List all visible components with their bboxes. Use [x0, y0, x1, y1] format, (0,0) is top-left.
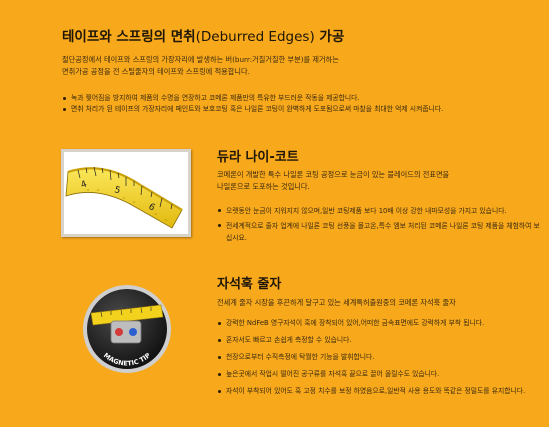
blade-edge-coat — [67, 167, 183, 211]
title-part-light: (Deburred Edges) — [195, 29, 315, 45]
deburred-edges-title: 테이프와 스프링의 면취(Deburred Edges) 가공 — [62, 25, 344, 45]
magnetic-hook-title: 자석훅 줄자 — [217, 277, 282, 292]
tape-number: 4 — [80, 179, 89, 190]
magnetic-hook-illustration: MAGNETIC TIP — [83, 285, 171, 373]
bullet-item: 높은곳에서 작업시 떨어진 공구류를 자석훅 끝으로 끌어 올릴수도 있습니다. — [217, 369, 548, 380]
desc-line: 나일론으로 도포하는 것입니다. — [217, 182, 310, 191]
bullet-item: 강력한 NdFeB 영구자석이 훅에 장착되어 있어,어떠한 금속표면에도 강력… — [217, 318, 548, 329]
intro-line: 면취가공 공정을 전 스틸줄자의 테이프와 스프링에 적용합니다. — [62, 67, 250, 76]
bullet-item: 자석이 부착되어 있어도 훅 고정 치수를 보정 하였음으로,일반적 사용 용도… — [217, 386, 548, 397]
desc-line: 코메론이 개발한 특수 나일론 코팅 공정으로 눈금이 있는 블레이드의 전표면… — [217, 170, 450, 179]
tape-number: 6 — [147, 202, 157, 214]
magnetic-hook-desc: 전세계 줄자 시장을 후끈하게 달구고 있는 세계특허출원중의 코메론 자석훅 … — [217, 298, 456, 307]
magnetic-hook-bullets: 강력한 NdFeB 영구자석이 훅에 장착되어 있어,어떠한 금속표면에도 강력… — [217, 318, 548, 403]
dura-ny-coat-title: 듀라 나이-코트 — [217, 150, 299, 165]
magnetic-hook — [110, 320, 142, 344]
bullet-item: 오랫동안 눈금이 지워지지 않으며,일반 코팅제품 보다 10배 이상 강한 내… — [217, 205, 546, 217]
emboss-pattern — [87, 189, 167, 221]
bullet-item: 녹과 찢어짐을 방지하여 제품의 수명을 연장하고 코메론 제품만의 특유한 부… — [62, 93, 443, 104]
magnet-pole-blue — [129, 328, 137, 336]
intro-line: 절단공정에서 테이프와 스프링의 가장자리에 발생하는 버(burr:거칠거칠한… — [62, 55, 339, 64]
tape-ticks — [100, 307, 152, 318]
title-part-bold: 테이프와 스프링의 면취 — [62, 29, 196, 45]
dura-ny-coat-desc: 코메론이 개발한 특수 나일론 코팅 공정으로 눈금이 있는 블레이드의 전표면… — [217, 169, 517, 193]
magnet-pole-red — [115, 328, 123, 336]
tape-number: 5 — [113, 185, 121, 196]
magnetic-tip-image: MAGNETIC TIP — [81, 283, 173, 375]
title-part-bold-2: 가공 — [314, 29, 345, 45]
bullet-item: 전세계적으로 줄자 업계에 나일론 코팅 선풍을 몰고온,특수 엠보 처리된 코… — [217, 220, 546, 244]
tape-blade — [90, 304, 164, 326]
bullet-item: 면취 처리가 된 테이프의 가장자리에 페인트와 보호코팅 혹은 나일론 코팅이… — [62, 104, 443, 115]
deburred-edges-intro: 절단공정에서 테이프와 스프링의 가장자리에 발생하는 버(burr:거칠거칠한… — [62, 54, 482, 78]
dura-ny-coat-bullets: 오랫동안 눈금이 지워지지 않으며,일반 코팅제품 보다 10배 이상 강한 내… — [217, 205, 546, 247]
bullet-item: 천장으로부터 수직측정에 탁월한 기능을 발휘합니다. — [217, 352, 548, 363]
tape-blade-illustration: 4 5 6 — [65, 166, 183, 229]
bullet-item: 혼자서도 빠르고 손쉽게 측정할 수 있습니다. — [217, 335, 548, 346]
nylon-coated-tape-image: 4 5 6 — [61, 149, 191, 237]
tape-ticks — [77, 166, 173, 210]
deburred-edges-bullets: 녹과 찢어짐을 방지하여 제품의 수명을 연장하고 코메론 제품만의 특유한 부… — [62, 93, 443, 115]
